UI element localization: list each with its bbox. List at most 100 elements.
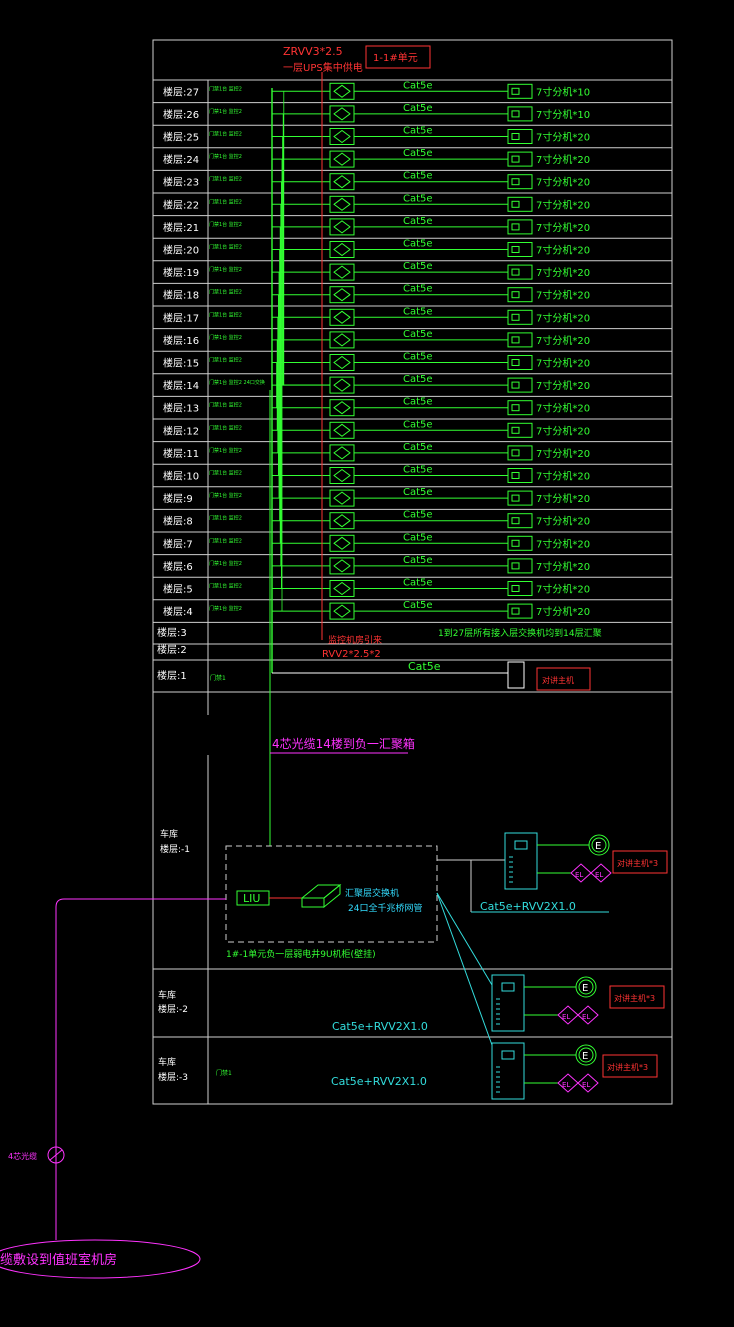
b2-lock-symbol-1: EL	[562, 1013, 570, 1021]
b1-camera-symbol: E	[595, 841, 601, 852]
b1-camera-icon	[588, 834, 610, 856]
floor-label: 楼层:8	[163, 515, 193, 528]
indoor-unit-icon	[507, 490, 533, 506]
b3-note: 门禁1	[216, 1069, 232, 1077]
indoor-unit-icon	[507, 468, 533, 483]
floor-note: 门禁1台 监控2	[209, 470, 242, 477]
floor-label: 楼层:9	[163, 492, 193, 505]
floor-switch-icon	[329, 150, 355, 168]
indoor-unit-label: 7寸分机*20	[536, 176, 590, 189]
b2-cable-label: Cat5e+RVV2X1.0	[332, 1020, 428, 1033]
duty-room-ellipse	[0, 1239, 201, 1279]
indoor-unit-label: 7寸分机*20	[536, 379, 590, 392]
indoor-unit-label: 7寸分机*20	[536, 198, 590, 211]
floor-1-host-label: 对讲主机	[542, 675, 574, 685]
cat5e-link-label: Cat5e	[403, 419, 433, 430]
fiber-splice-mark	[49, 1149, 63, 1161]
floor-switch-icon	[329, 263, 355, 281]
floor-note: 门禁1台 监控2	[209, 108, 242, 115]
floor-switch-icon	[329, 82, 355, 100]
floor-label: 楼层:24	[163, 153, 199, 166]
indoor-unit-label: 7寸分机*20	[536, 131, 590, 144]
indoor-unit-icon	[507, 535, 533, 551]
indoor-unit-label: 7寸分机*20	[536, 402, 590, 415]
indoor-unit-label: 7寸分机*20	[536, 492, 590, 505]
indoor-unit-label: 7寸分机*20	[536, 221, 590, 234]
b3-label-1: 车库	[158, 1056, 176, 1068]
floor-switch-icon	[329, 105, 355, 123]
floor-label: 楼层:10	[163, 470, 199, 483]
floor-note: 门禁1台 监控2	[209, 289, 242, 296]
floor-switch-icon	[329, 195, 355, 213]
floor-note: 门禁1台 监控2	[209, 221, 242, 228]
floor-note: 门禁1台 监控2 24口交换	[209, 379, 265, 386]
indoor-unit-icon	[507, 287, 533, 303]
indoor-unit-icon	[507, 422, 533, 438]
cat5e-link-label: Cat5e	[403, 239, 433, 250]
indoor-unit-icon	[507, 219, 533, 235]
cat5e-link-label: Cat5e	[403, 284, 433, 295]
indoor-unit-icon	[507, 603, 533, 619]
basement-section: 车库 楼层:-1 车库 楼层:-2 车库 楼层:-3 门禁1 LIU 汇聚层交换…	[158, 828, 668, 1100]
diagram-frame	[152, 39, 673, 1105]
cat5e-link-label: Cat5e	[403, 80, 433, 91]
floor-switch-icon	[329, 534, 355, 552]
floor-note: 门禁1台 监控2	[209, 176, 242, 183]
cat5e-link-label: Cat5e	[403, 306, 433, 317]
floor-note: 门禁1台 监控2	[209, 537, 242, 544]
cat5e-link-label: Cat5e	[403, 171, 433, 182]
cat5e-link-label: Cat5e	[403, 600, 433, 611]
floor-label: 楼层:7	[163, 537, 193, 550]
floor-switch-icon	[329, 580, 355, 597]
indoor-unit-label: 7寸分机*10	[536, 108, 590, 121]
b3-lock-symbol-1: EL	[562, 1081, 570, 1089]
floor-1-label: 楼层:1	[157, 669, 187, 682]
indoor-unit-icon	[507, 377, 533, 393]
floor-switch-icon	[329, 308, 355, 326]
floor-label: 楼层:6	[163, 560, 193, 573]
floor-switch-icon	[329, 602, 355, 620]
indoor-unit-label: 7寸分机*20	[536, 289, 590, 302]
indoor-unit-label: 7寸分机*20	[536, 357, 590, 370]
floor-note: 门禁1台 监控2	[209, 357, 242, 364]
aggregation-fan-line	[281, 384, 330, 612]
b1-host-label: 对讲主机*3	[617, 858, 658, 868]
b2-lock-icon-2	[577, 1005, 599, 1025]
b2-label-1: 车库	[158, 989, 176, 1001]
floor-label: 楼层:19	[163, 266, 199, 279]
duty-room-label: 缆敷设到值班室机房	[0, 1252, 117, 1268]
floor-note: 门禁1台 监控2	[209, 583, 242, 590]
floor-switch-icon	[329, 421, 355, 439]
b3-lock-symbol-2: EL	[582, 1081, 590, 1089]
indoor-unit-icon	[507, 400, 533, 416]
b3-camera-icon	[575, 1044, 597, 1066]
floor-note: 门禁1台 监控2	[209, 492, 242, 499]
cat5e-link-label: Cat5e	[403, 465, 433, 476]
floor-1-note: 门禁1	[210, 674, 226, 682]
b1-lock-symbol-1: EL	[575, 871, 583, 879]
outer-border	[152, 39, 673, 1105]
indoor-unit-label: 7寸分机*20	[536, 311, 590, 324]
indoor-unit-label: 7寸分机*20	[536, 153, 590, 166]
fiber-label: 4芯光缆	[8, 1151, 37, 1161]
weak-current-cabinet	[225, 845, 438, 943]
agg-switch-label-1: 汇聚层交换机	[345, 887, 399, 899]
indoor-unit-icon	[507, 355, 533, 370]
floor-3-note: 1到27层所有接入层交换机均到14层汇聚	[438, 627, 602, 639]
b1-cable-label: Cat5e+RVV2X1.0	[480, 900, 576, 913]
b1-label-2: 楼层:-1	[160, 843, 190, 855]
b2-lock-symbol-2: EL	[582, 1013, 590, 1021]
floor-note: 门禁1台 监控2	[209, 447, 242, 454]
cat5e-link-label: Cat5e	[403, 148, 433, 159]
